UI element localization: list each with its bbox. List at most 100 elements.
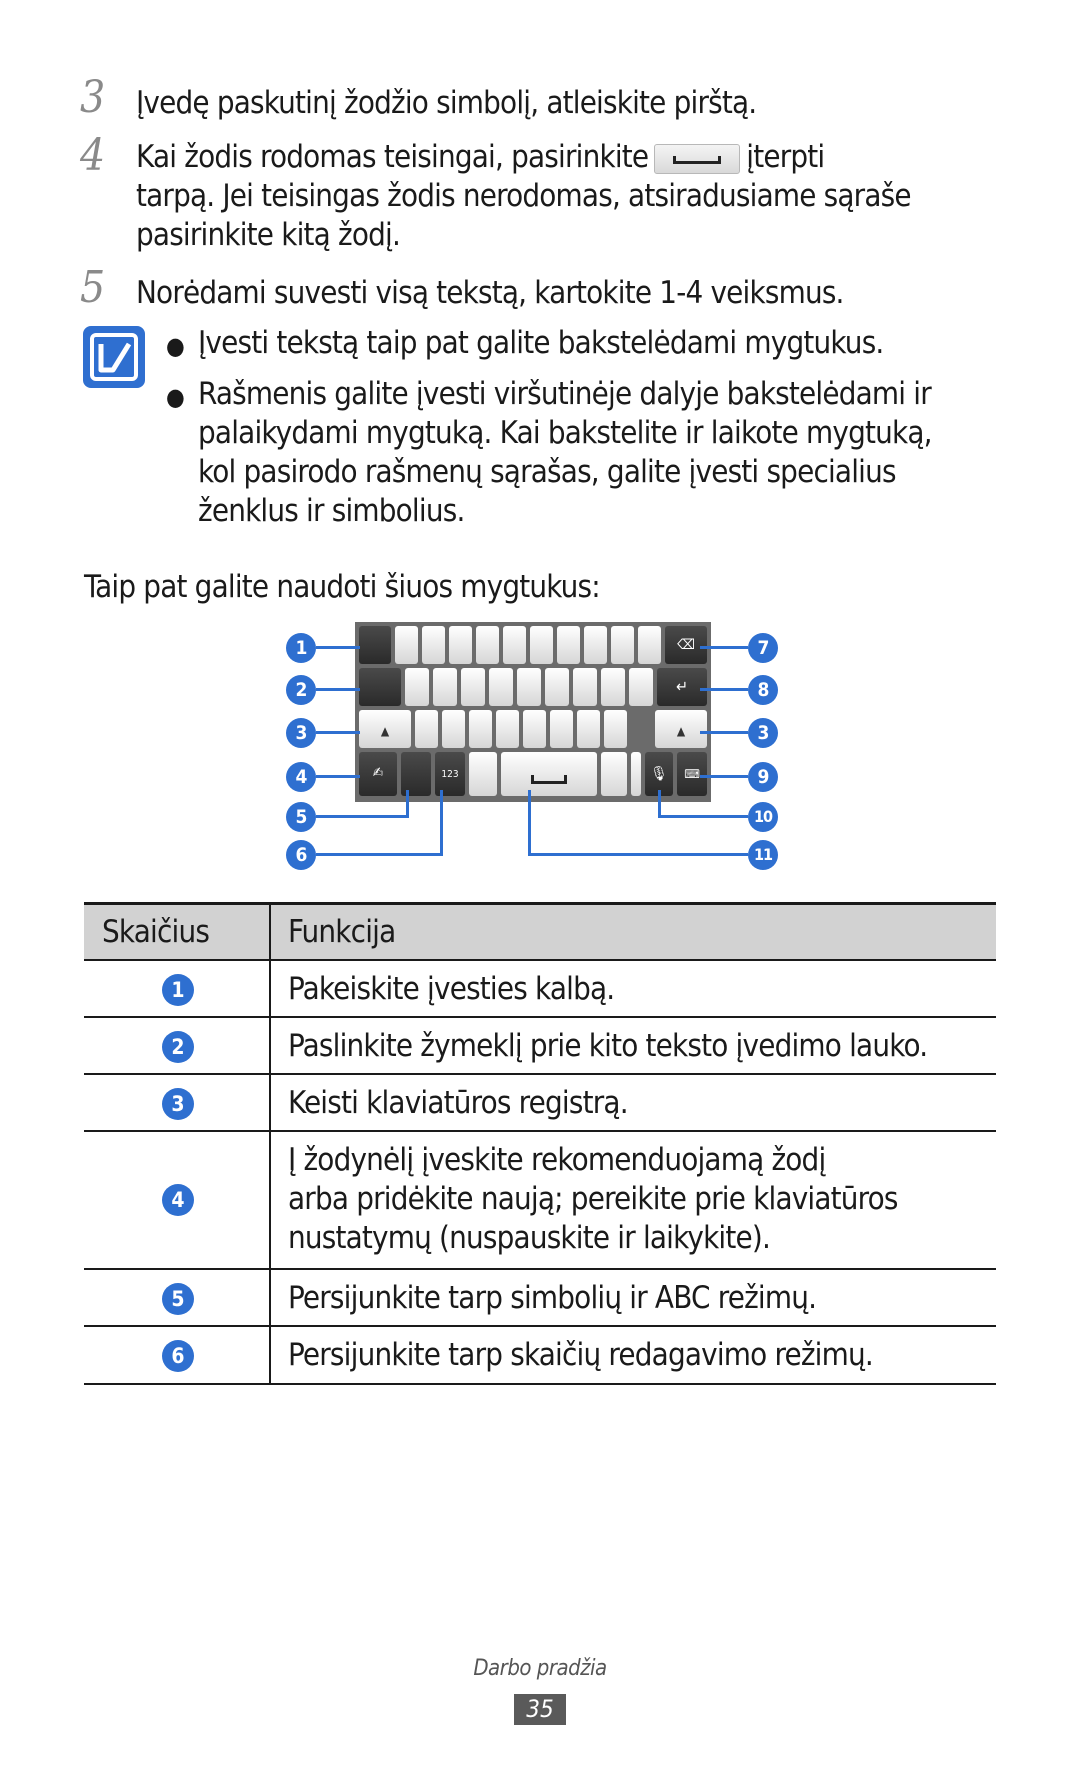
callout-7: 7: [748, 633, 778, 663]
letter-key: [573, 668, 597, 706]
shift-key-right: ▲: [655, 710, 707, 748]
callout-line: [440, 790, 443, 856]
callout-line: [316, 853, 442, 856]
table-rule: [84, 1268, 996, 1270]
letter-key: [638, 626, 661, 664]
callout-2: 2: [286, 675, 316, 705]
table-header-function: Funkcija: [288, 914, 396, 950]
step-number-3: 3: [80, 72, 106, 123]
step-number-4: 4: [80, 130, 106, 181]
letter-key: [449, 626, 472, 664]
letter-key: [489, 668, 513, 706]
table-row-4-line-2: arba pridėkite naują; pereikite prie kla…: [288, 1181, 898, 1217]
microphone-icon: 🎙: [650, 766, 668, 782]
table-rule: [84, 959, 996, 961]
step-4-line-1: Kai žodis rodomas teisingai, pasirinkite…: [136, 138, 825, 177]
shift-icon: ▲: [380, 724, 390, 738]
table-row-6-text: Persijunkite tarp skaičių redagavimo rež…: [288, 1337, 874, 1373]
letter-key: [405, 668, 429, 706]
dictionary-key: ✍: [359, 752, 397, 796]
letter-key: [611, 626, 634, 664]
callout-line: [528, 790, 531, 856]
letter-key: [584, 626, 607, 664]
callout-line: [700, 646, 748, 649]
letter-key: [496, 710, 519, 748]
callout-1: 1: [286, 633, 316, 663]
letter-key: [631, 752, 641, 796]
tab-key: [359, 668, 401, 706]
callout-line: [660, 815, 748, 818]
step-3-text: Įvedę paskutinį žodžio simbolį, atleiski…: [136, 85, 757, 121]
numbers-key: 123: [435, 752, 465, 796]
step-5-text: Norėdami suvesti visą tekstą, kartokite …: [136, 275, 844, 311]
table-row-4-line-3: nustatymų (nuspauskite ir laikykite).: [288, 1220, 771, 1256]
note-bullet-2-line-4: ženklus ir simbolius.: [198, 493, 465, 529]
callout-6: 6: [286, 840, 316, 870]
table-row-4-number-icon: 4: [162, 1184, 194, 1216]
letter-key: [545, 668, 569, 706]
note-bullet-1: Įvesti tekstą taip pat galite bakstelėda…: [198, 325, 884, 361]
table-rule: [84, 1325, 996, 1327]
voice-input-key: 🎙: [645, 752, 673, 796]
callout-line: [316, 775, 360, 778]
shift-key-left: ▲: [359, 710, 411, 748]
letter-key: [523, 710, 546, 748]
language-key: [359, 626, 391, 664]
handwriting-icon: ✍: [372, 765, 384, 781]
letter-key: [433, 668, 457, 706]
keyboard-icon: ⌨: [684, 767, 700, 781]
letter-key: [469, 752, 497, 796]
step-4-line-3: pasirinkite kitą žodį.: [136, 217, 401, 253]
enter-icon: ↵: [675, 677, 689, 696]
table-top-rule: [84, 902, 996, 905]
letter-key: [557, 626, 580, 664]
space-key-icon: [654, 143, 741, 174]
table-row-2-number-icon: 2: [162, 1031, 194, 1063]
table-bottom-rule: [84, 1383, 996, 1385]
letter-key: [517, 668, 541, 706]
space-icon: [531, 775, 567, 784]
callout-line: [316, 731, 360, 734]
table-rule: [84, 1130, 996, 1132]
callout-11: 11: [748, 840, 778, 870]
callout-line: [406, 790, 409, 818]
step-4-text-after: įterpti: [746, 139, 825, 175]
symbols-key: [401, 752, 431, 796]
callout-line: [700, 731, 748, 734]
callout-line: [316, 815, 408, 818]
page-number: 35: [514, 1694, 566, 1725]
callout-4: 4: [286, 762, 316, 792]
enter-key: ↵: [657, 668, 707, 706]
letter-key: [601, 752, 627, 796]
letter-key: [415, 710, 438, 748]
callout-line: [658, 790, 661, 818]
note-bullet-2-line-3: kol pasirodo rašmenų sąrašas, galite įve…: [198, 454, 897, 490]
table-row-5-text: Persijunkite tarp simbolių ir ABC režimų…: [288, 1280, 817, 1316]
shift-icon: ▲: [676, 724, 686, 738]
table-row-3-number-icon: 3: [162, 1088, 194, 1120]
letter-key: [530, 626, 553, 664]
letter-key: [476, 626, 499, 664]
bullet-1: ●: [166, 332, 185, 360]
callout-3-left: 3: [286, 718, 316, 748]
step-number-5: 5: [80, 262, 106, 313]
table-row-1-number-icon: 1: [162, 974, 194, 1006]
table-header-number: Skaičius: [102, 914, 210, 950]
letter-key: [601, 668, 625, 706]
letter-key: [461, 668, 485, 706]
intro-text: Taip pat galite naudoti šiuos mygtukus:: [84, 569, 601, 605]
callout-line: [530, 853, 748, 856]
table-rule: [84, 1073, 996, 1075]
table-row-6-number-icon: 6: [162, 1340, 194, 1372]
table-header: [84, 905, 996, 959]
letter-key: [577, 710, 600, 748]
callout-9: 9: [748, 762, 778, 792]
callout-line: [316, 646, 360, 649]
letter-key: [395, 626, 418, 664]
callout-line: [700, 775, 748, 778]
table-row-4-line-1: Į žodynėlį įveskite rekomenduojamą žodį: [288, 1142, 826, 1178]
note-bullet-2-line-1: Rašmenis galite įvesti viršutinėje dalyj…: [198, 376, 932, 412]
table-row-2-text: Paslinkite žymeklį prie kito teksto įved…: [288, 1028, 928, 1064]
callout-8: 8: [748, 675, 778, 705]
letter-key: [550, 710, 573, 748]
